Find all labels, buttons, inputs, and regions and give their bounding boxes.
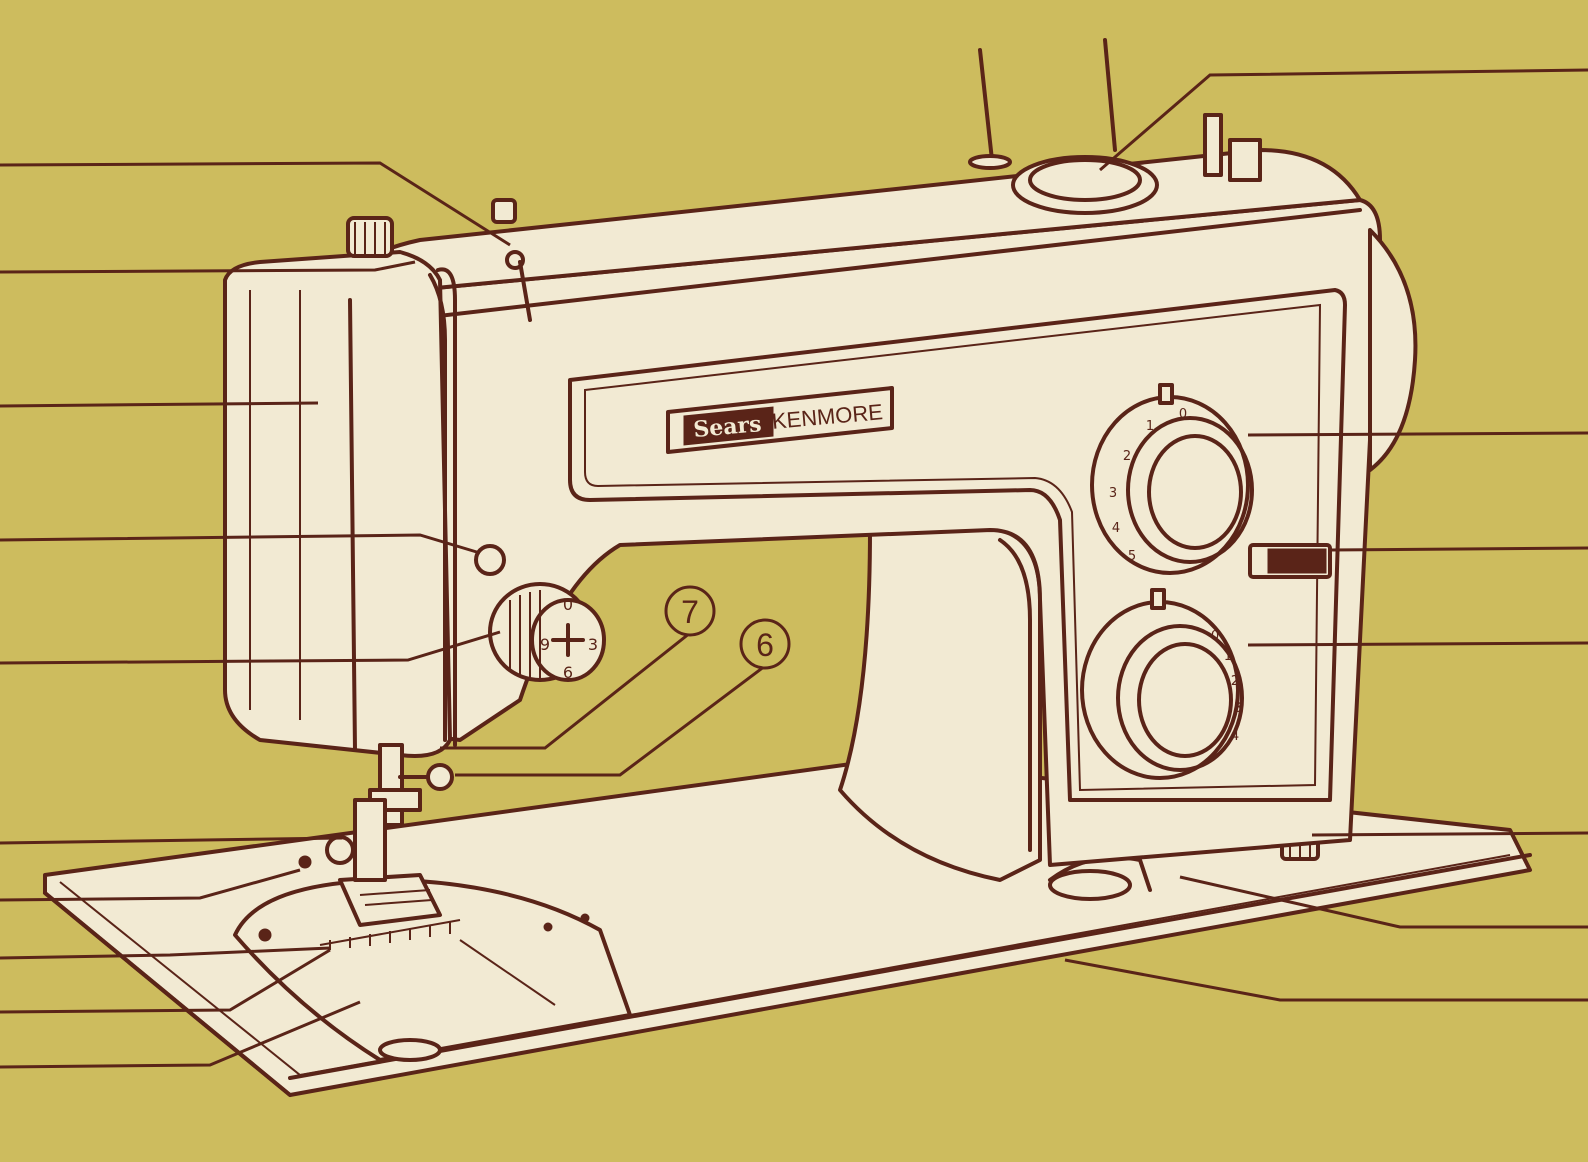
brand-badge: Sears [692, 411, 762, 443]
leader-line [1179, 875, 1588, 929]
callout-7: 7 [440, 585, 716, 750]
leader-line [1247, 641, 1588, 647]
stitch-length-number: 4 [1231, 729, 1239, 744]
stitch-width-number: 2 [1123, 449, 1131, 464]
thread-guides [491, 198, 532, 322]
stitch-length-dial: 0 1 2 3 4 [1080, 588, 1244, 780]
leader-line [0, 161, 511, 247]
stitch-length-number: 2 [1231, 674, 1239, 689]
stitch-length-number: 3 [1234, 701, 1242, 716]
leader-lines-right [1064, 68, 1588, 1002]
tension-dial-number: 3 [588, 635, 598, 654]
callout-6: 6 [455, 618, 791, 777]
leader-line [1247, 431, 1588, 437]
bobbin-winder [1011, 113, 1262, 215]
leader-line [0, 868, 301, 902]
machine-head [223, 250, 506, 927]
reverse-lever [1248, 543, 1332, 579]
leader-line [1064, 958, 1588, 1002]
tension-dial-number: 0 [563, 595, 573, 614]
stitch-width-number: 3 [1109, 486, 1117, 501]
leader-line [1329, 546, 1588, 552]
leader-lines-left [0, 161, 511, 1069]
leader-line [0, 836, 343, 845]
tension-dial-number: 6 [563, 663, 573, 682]
stitch-width-dial: 0 1 2 3 4 5 [1090, 383, 1254, 575]
leader-line [0, 401, 319, 408]
stitch-length-number: 1 [1224, 649, 1232, 664]
leader-line [0, 533, 481, 555]
brand-nameplate: Sears KENMORE [666, 386, 894, 454]
leader-line [0, 630, 501, 665]
tension-dial-number: 9 [540, 635, 550, 654]
stitch-width-number: 5 [1128, 549, 1136, 564]
leader-line [1311, 831, 1588, 837]
callout-6-number: 6 [756, 627, 774, 663]
needle-plate-markings [319, 919, 461, 950]
leader-line [0, 1000, 361, 1069]
top-tension-knob [346, 216, 394, 258]
machine-pillar [838, 528, 1152, 901]
spool-pins [968, 38, 1117, 170]
stitch-length-number: 0 [1211, 629, 1219, 644]
stitch-width-number: 1 [1146, 419, 1154, 434]
leader-line [0, 260, 416, 274]
leader-line [0, 946, 331, 960]
stitch-width-number: 0 [1179, 407, 1187, 422]
leader-line [1099, 68, 1588, 172]
thread-tension-dial: 0 3 6 9 [488, 582, 606, 682]
callout-7-number: 7 [681, 594, 699, 630]
leader-line [0, 948, 331, 1014]
stitch-width-number: 4 [1112, 521, 1120, 536]
